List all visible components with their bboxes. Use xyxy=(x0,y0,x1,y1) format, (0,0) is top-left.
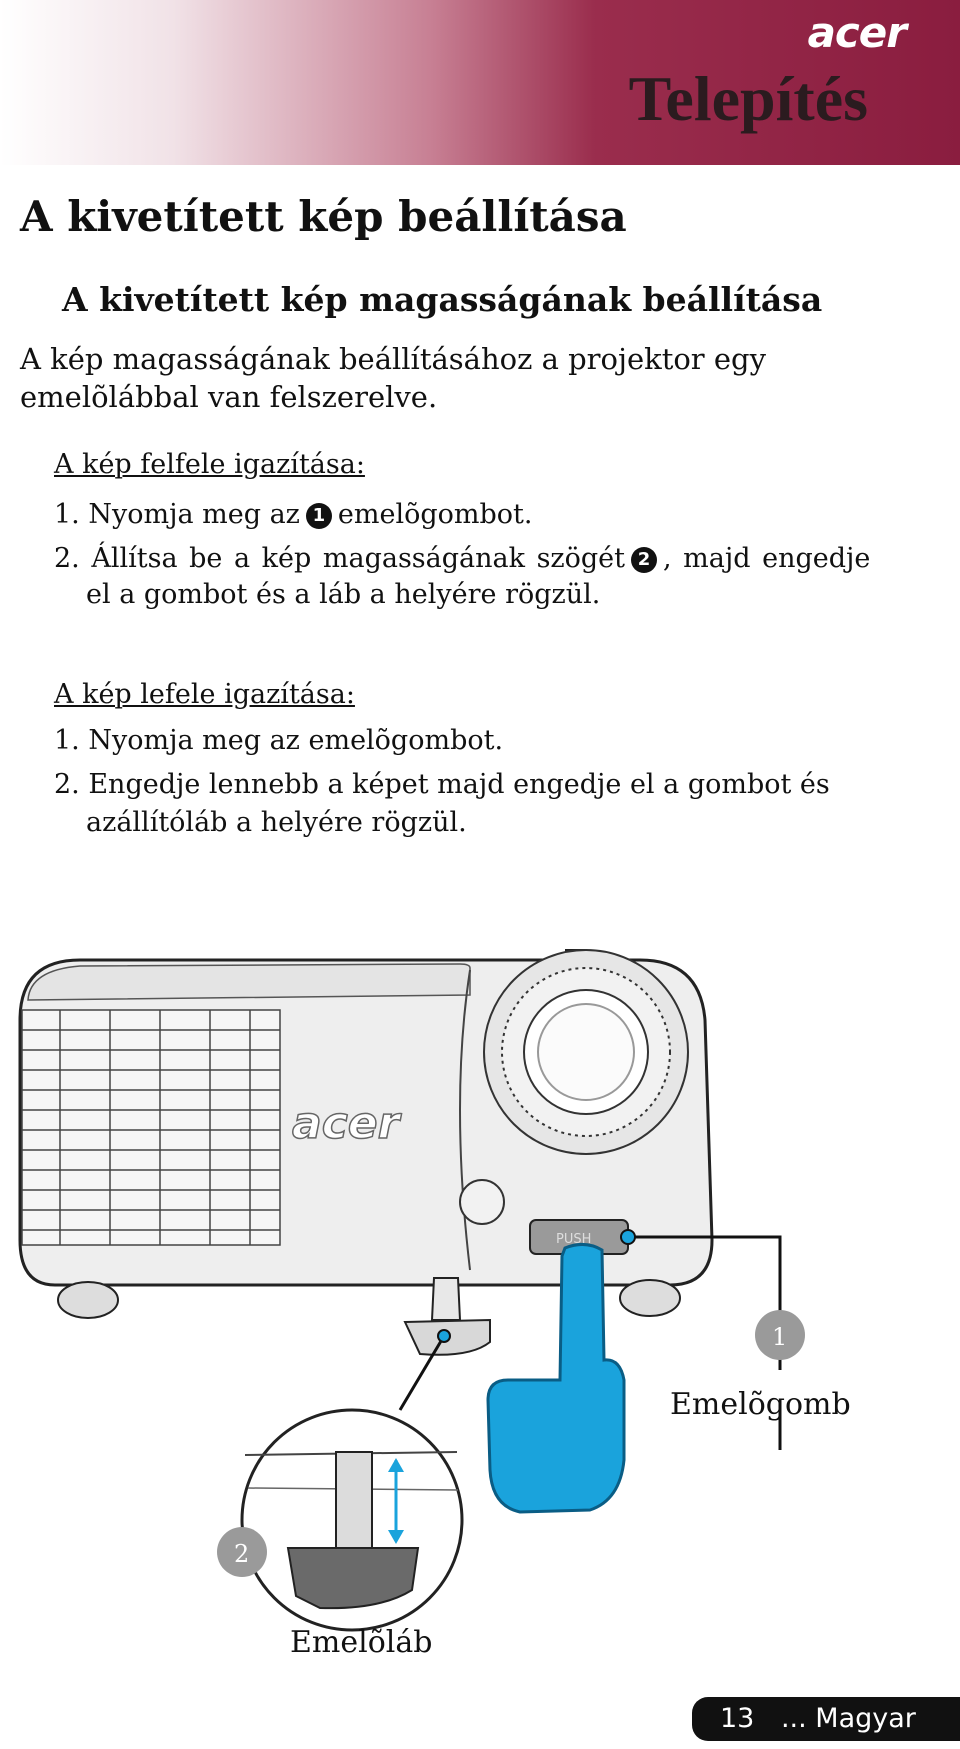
lower-heading: A kép lefele igazítása: xyxy=(54,679,355,710)
lens xyxy=(483,949,689,1155)
intro-line-1: A kép magasságának beállításához a proje… xyxy=(20,342,766,376)
section-title: Telepítés xyxy=(628,63,868,134)
raise-step-1-suffix: emelõgombot. xyxy=(337,499,533,530)
callout-1-label: Emelõgomb xyxy=(670,1387,851,1422)
number-2-icon: 2 xyxy=(631,547,658,573)
callout-1-number: 1 xyxy=(772,1323,787,1351)
device-logo: acer xyxy=(292,1098,402,1149)
vent-grille xyxy=(21,1009,281,1246)
lower-step-1: 1. Nyomja meg az emelõgombot. xyxy=(54,725,504,756)
raise-step-2-line-2: el a gombot és a láb a helyére rögzül. xyxy=(86,579,601,610)
callout-2-badge xyxy=(217,1527,267,1577)
subsection-title: A kivetített kép magasságának beállítása xyxy=(62,280,823,319)
raise-step-1-prefix: 1. Nyomja meg az xyxy=(54,499,300,530)
hand-pointer xyxy=(486,1243,626,1514)
lower-step-2-line-2: azállítóláb a helyére rögzül. xyxy=(86,807,467,838)
projector-illustration: acer PUSH 1 2 Emelõgomb Emelõláb xyxy=(0,940,960,1680)
raise-step-2-suffix: , majd engedje xyxy=(663,543,871,574)
callout-2-number: 2 xyxy=(234,1540,249,1568)
raise-step-2-prefix: 2. Állítsa be a kép magasságának szögét xyxy=(54,543,626,574)
lower-step-2-line-1: 2. Engedje lennebb a képet majd engedje … xyxy=(54,769,830,800)
page-number: 13 xyxy=(720,1703,755,1734)
footer-language: ... Magyar xyxy=(780,1703,916,1734)
brand-logo: acer xyxy=(807,8,907,57)
page-footer: 13 ... Magyar xyxy=(692,1697,960,1741)
callout-1-badge xyxy=(755,1310,805,1360)
raise-heading: A kép felfele igazítása: xyxy=(54,449,365,480)
page-title: A kivetített kép beállítása xyxy=(20,192,627,241)
page-header: acer Telepítés xyxy=(0,0,960,165)
callout-2-label: Emelõláb xyxy=(290,1625,433,1660)
intro-line-2: emelõlábbal van felszerelve. xyxy=(20,380,438,414)
number-1-icon: 1 xyxy=(305,503,332,529)
